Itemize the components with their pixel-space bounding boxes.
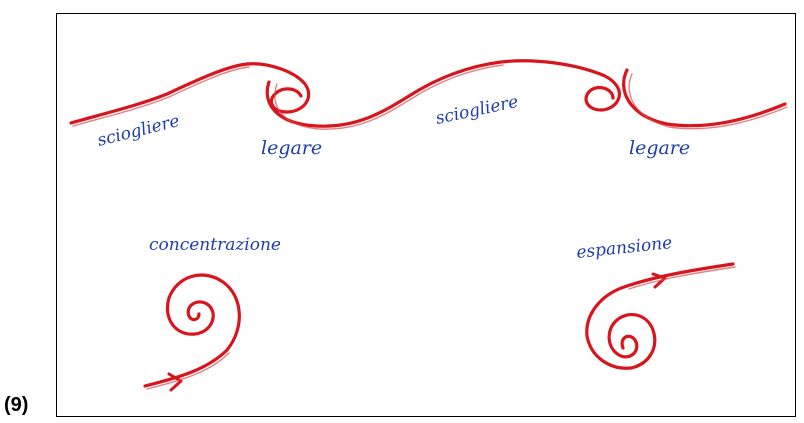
label-concentrazione: concentrazione xyxy=(149,235,281,255)
figure-number: (9) xyxy=(4,394,28,416)
inward-spiral-arrow-icon xyxy=(145,275,239,390)
hand-drawn-diagram: sciogliere legare sciogliere legare conc… xyxy=(57,14,796,417)
label-legare-2: legare xyxy=(629,137,690,159)
wave-shadow-stroke xyxy=(73,65,787,129)
outward-spiral-stroke xyxy=(587,264,733,368)
drawing-frame: sciogliere legare sciogliere legare conc… xyxy=(56,13,796,417)
outward-spiral-shadow xyxy=(629,267,735,289)
inward-spiral-stroke xyxy=(145,275,239,386)
label-espansione: espansione xyxy=(575,233,673,263)
outward-spiral-arrow-icon xyxy=(587,264,735,368)
label-sciogliere-2: sciogliere xyxy=(434,92,520,129)
label-sciogliere-1: sciogliere xyxy=(95,111,181,151)
label-legare-1: legare xyxy=(261,137,322,159)
